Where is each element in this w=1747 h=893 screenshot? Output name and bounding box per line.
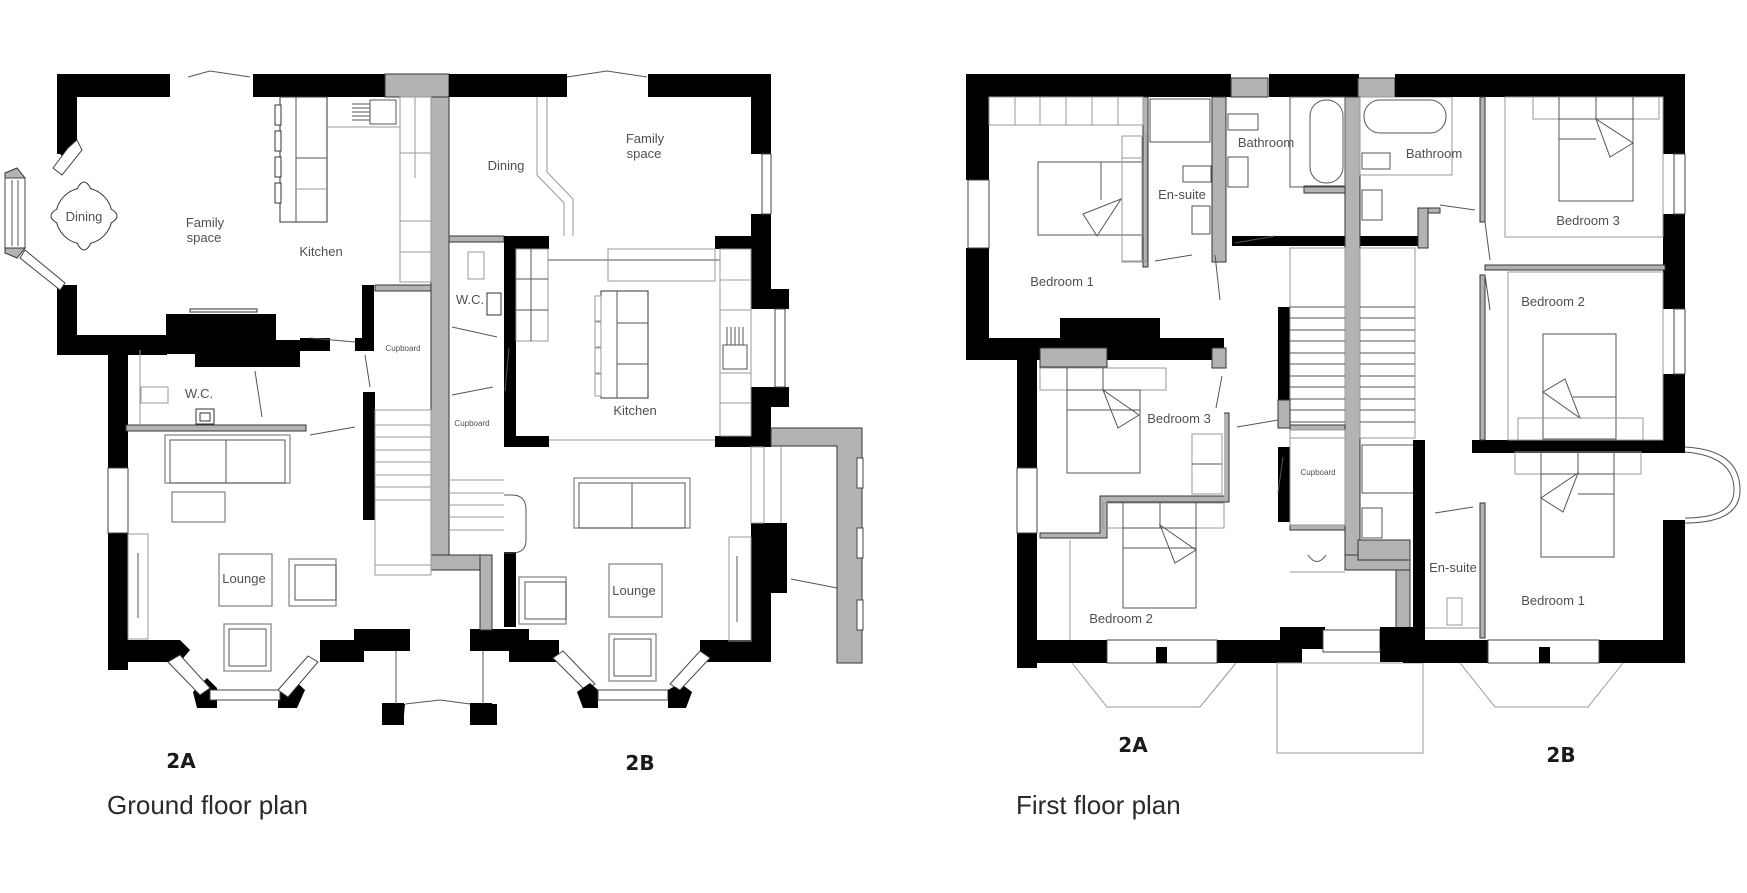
label-gf-2a-kitchen: Kitchen (299, 244, 342, 259)
label-ff-2a-en-suite: En-suite (1158, 187, 1206, 202)
label-ff-2a-bedroom-1: Bedroom 1 (1030, 274, 1094, 289)
label-ff-2b-en-suite: En-suite (1429, 560, 1477, 575)
label-gf-2a-dining: Dining (66, 209, 103, 224)
ground-2a-wc-fixtures (139, 350, 215, 425)
ground-2a-bay-west (4, 139, 83, 291)
first-2a-window-hall (1322, 629, 1381, 653)
label-gf-2b-lounge: Lounge (612, 583, 655, 598)
unit-label-gf-2a: 2A (166, 749, 196, 773)
first-2a-window-mullion (1156, 647, 1167, 663)
label-gf-2b-cupboard: Cupboard (454, 419, 489, 428)
ground-2b-walls (449, 74, 789, 662)
unit-label-ff-2a: 2A (1118, 733, 1148, 757)
ground-2b-dining-partition (536, 70, 648, 236)
unit-label-gf-2b: 2B (625, 751, 654, 775)
ground-2b-lounge-furniture (518, 446, 838, 682)
label-ff-2a-bedroom-3: Bedroom 3 (1147, 411, 1211, 426)
first-2b-bay-outline (1459, 662, 1624, 708)
first-2a-party-wall-top (1230, 77, 1269, 98)
ground-floor-plan: Dining Family space Kitchen W.C. Cupboar… (4, 70, 864, 775)
label-ff-2b-bedroom-2: Bedroom 2 (1521, 294, 1585, 309)
ground-2a-kitchen-units (274, 96, 432, 283)
label-ff-2b-bedroom-3: Bedroom 3 (1556, 213, 1620, 228)
first-2a-bedroom3-furniture (1039, 367, 1279, 539)
ground-2a-fireplace-hearth (189, 308, 258, 313)
label-gf-2a-cupboard: Cupboard (385, 344, 420, 353)
ground-2b-bay-south (552, 650, 711, 708)
ground-2a-lounge-furniture (127, 434, 337, 672)
ground-2b-window-kitchen (774, 308, 786, 388)
label-ff-2b-bathroom: Bathroom (1406, 146, 1462, 161)
first-2a-bedroom1-furniture (988, 96, 1144, 263)
ground-2a-doors (187, 70, 371, 436)
label-gf-2b-kitchen: Kitchen (613, 403, 656, 418)
ground-2a-walls (57, 74, 510, 725)
first-2a-party-wall-bed3 (1039, 347, 1108, 368)
label-gf-2a-family-line2: space (187, 230, 222, 245)
ground-2b-side-passage (770, 427, 864, 664)
first-2a-walls (966, 74, 1422, 668)
first-2b-balcony-curve-inner (1684, 451, 1735, 519)
first-2b-balcony-curve (1684, 446, 1741, 524)
first-stairs (1277, 247, 1416, 531)
first-2a-bay-outline (1071, 662, 1237, 708)
label-gf-2a-lounge: Lounge (222, 571, 265, 586)
first-2b-window-east-lower (1673, 308, 1686, 375)
first-floor-caption: First floor plan (1016, 790, 1181, 820)
ground-2b-wc-fixtures (451, 251, 510, 396)
label-gf-2a-family-line1: Family (186, 215, 225, 230)
first-2a-ensuite-bath (1121, 96, 1276, 301)
first-2b-window-east-upper (1673, 153, 1686, 215)
first-2a-cupboard (1277, 429, 1415, 573)
unit-label-ff-2b: 2B (1546, 743, 1575, 767)
ground-2b-window-east (761, 153, 772, 215)
ground-2a-bay-south (167, 654, 319, 701)
ground-entrance-porch (383, 651, 497, 725)
first-2b-walls (1380, 74, 1685, 663)
label-ff-2a-cupboard: Cupboard (1300, 468, 1335, 477)
first-2a-bedroom2-furniture (1069, 502, 1225, 640)
label-gf-2a-wc: W.C. (185, 386, 213, 401)
label-gf-2b-family-line2: space (627, 146, 662, 161)
first-porch-roof (1276, 662, 1424, 754)
label-gf-2b-wc: W.C. (456, 292, 484, 307)
label-gf-2b-dining: Dining (488, 158, 525, 173)
label-ff-2a-bathroom: Bathroom (1238, 135, 1294, 150)
first-2b-bedroom2-furniture (1517, 333, 1644, 441)
first-2b-bedroom1-furniture (1514, 451, 1642, 558)
first-2b-ensuite-fixtures (1425, 597, 1480, 629)
ground-stairs (374, 409, 527, 576)
ground-2a-dining-table (50, 181, 118, 251)
first-baths (1289, 96, 1476, 249)
first-2a-window-west (967, 179, 990, 249)
ground-2b-kitchen-units (515, 248, 752, 441)
ground-floor-caption: Ground floor plan (107, 790, 308, 820)
ground-party-walls (125, 73, 505, 631)
label-ff-2b-bedroom-1: Bedroom 1 (1521, 593, 1585, 608)
first-2a-party-wall-hall (1211, 347, 1227, 369)
label-ff-2a-bedroom-2: Bedroom 2 (1089, 611, 1153, 626)
first-2b-bedroom3-furniture (1532, 96, 1660, 202)
first-floor-plan: Bedroom 1 En-suite Bathroom Bedroom 3 Be… (966, 74, 1741, 767)
ground-2a-window-west (107, 467, 129, 534)
label-gf-2b-family-line1: Family (626, 131, 665, 146)
first-2a-window-west-lower (1016, 467, 1038, 534)
first-2b-window-mullion (1539, 647, 1550, 663)
